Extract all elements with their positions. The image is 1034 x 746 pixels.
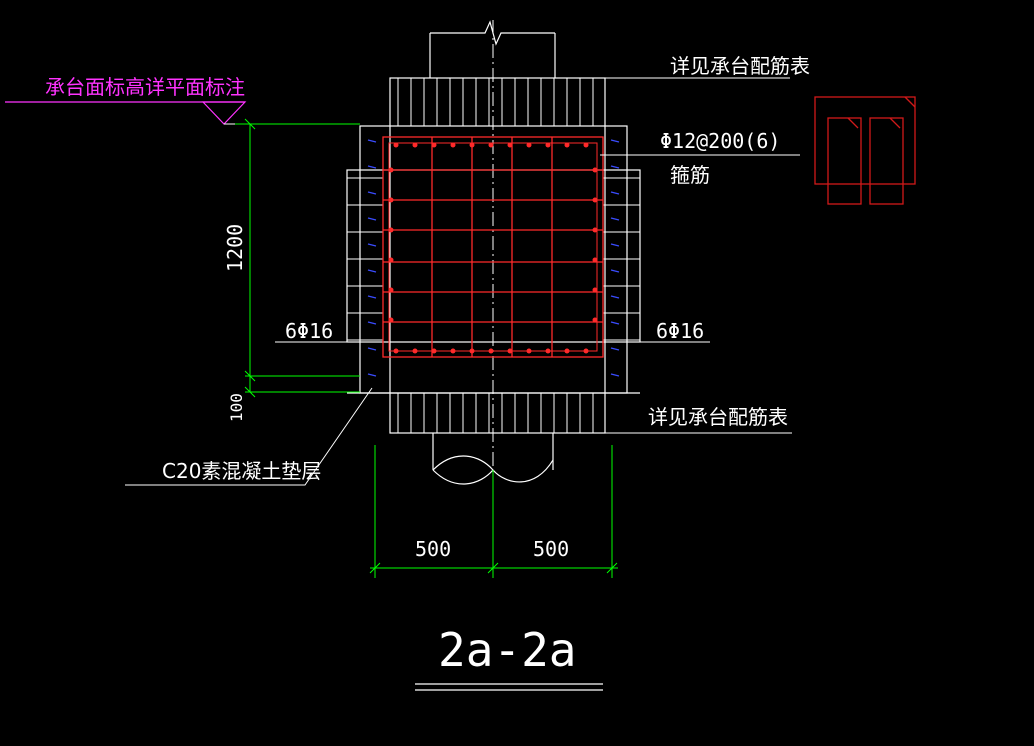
tie-left bbox=[367, 373, 377, 377]
rebar-dot bbox=[393, 348, 399, 354]
tie-left bbox=[367, 243, 377, 247]
rebar-dot bbox=[526, 348, 532, 354]
tie-left bbox=[367, 217, 377, 221]
tie-right bbox=[610, 321, 620, 325]
right-width-dimension: 500 bbox=[533, 537, 569, 561]
tie-right bbox=[610, 243, 620, 247]
leader-lines bbox=[125, 77, 800, 486]
rebar-dot bbox=[412, 142, 418, 148]
rebar-dot bbox=[526, 142, 532, 148]
bottom-rebar-strands bbox=[397, 393, 594, 433]
tie-right bbox=[610, 373, 620, 377]
rebar-dot bbox=[507, 348, 513, 354]
cap-elevation-note: 承台面标高详平面标注 bbox=[45, 75, 245, 99]
side-bars-right-label: 6Φ16 bbox=[656, 319, 704, 343]
tie-right bbox=[610, 191, 620, 195]
rebar-dot bbox=[388, 197, 394, 203]
stirrup-spec: Φ12@200(6) bbox=[660, 129, 780, 153]
rebar-dot bbox=[388, 287, 394, 293]
rebar-dot bbox=[431, 142, 437, 148]
tie-left bbox=[367, 347, 377, 351]
tie-right bbox=[610, 295, 620, 299]
rebar-dot bbox=[393, 142, 399, 148]
tie-left bbox=[367, 295, 377, 299]
elevation-marker bbox=[5, 101, 247, 125]
tie-left bbox=[367, 139, 377, 143]
rebar-dot bbox=[592, 227, 598, 233]
rebar-dot bbox=[564, 142, 570, 148]
tie-left bbox=[367, 321, 377, 325]
tie-right bbox=[610, 269, 620, 273]
rebar-dot bbox=[488, 142, 494, 148]
section-title: 2a-2a bbox=[438, 623, 576, 677]
rebar-dot bbox=[412, 348, 418, 354]
rebar-dot bbox=[592, 197, 598, 203]
rebar-dot bbox=[592, 257, 598, 263]
rebar-dot bbox=[450, 142, 456, 148]
dimension-lines bbox=[235, 118, 618, 578]
rebar-dot bbox=[583, 348, 589, 354]
rebar-dot bbox=[592, 167, 598, 173]
side-tie-bars bbox=[367, 139, 620, 377]
side-horizontal-bars bbox=[347, 177, 640, 341]
rebar-dot bbox=[564, 348, 570, 354]
height-dimension: 1200 bbox=[223, 224, 247, 272]
rebar-dot bbox=[488, 348, 494, 354]
tie-right bbox=[610, 139, 620, 143]
rebar-dot bbox=[388, 317, 394, 323]
cushion-dimension: 100 bbox=[227, 393, 246, 422]
top-rebar-note: 详见承台配筋表 bbox=[670, 54, 810, 78]
rebar-dot bbox=[545, 348, 551, 354]
bottom-rebar-note: 详见承台配筋表 bbox=[648, 405, 788, 429]
tie-right bbox=[610, 165, 620, 169]
rebar-dot bbox=[469, 348, 475, 354]
tie-left bbox=[367, 165, 377, 169]
rebar-dot bbox=[545, 142, 551, 148]
tie-left bbox=[367, 191, 377, 195]
stirrup-cage bbox=[382, 136, 604, 358]
rebar-dot bbox=[388, 227, 394, 233]
rebar-dot bbox=[507, 142, 513, 148]
cushion-note: C20素混凝土垫层 bbox=[162, 459, 321, 483]
rebar-dot bbox=[450, 348, 456, 354]
rebar-dot bbox=[469, 142, 475, 148]
top-rebar-strands bbox=[397, 78, 594, 126]
rebar-dot bbox=[388, 167, 394, 173]
tie-left bbox=[367, 269, 377, 273]
tie-right bbox=[610, 217, 620, 221]
stirrup-detail bbox=[814, 96, 916, 205]
rebar-dot bbox=[388, 257, 394, 263]
left-width-dimension: 500 bbox=[415, 537, 451, 561]
rebar-dots bbox=[388, 142, 598, 354]
column-stub bbox=[429, 20, 556, 470]
rebar-dot bbox=[431, 348, 437, 354]
cage-grid-lines bbox=[383, 137, 603, 357]
side-bars-left-label: 6Φ16 bbox=[285, 319, 333, 343]
rebar-dot bbox=[592, 317, 598, 323]
tie-right bbox=[610, 347, 620, 351]
rebar-dot bbox=[583, 142, 589, 148]
rebar-dot bbox=[592, 287, 598, 293]
stirrup-name: 箍筋 bbox=[670, 163, 710, 187]
